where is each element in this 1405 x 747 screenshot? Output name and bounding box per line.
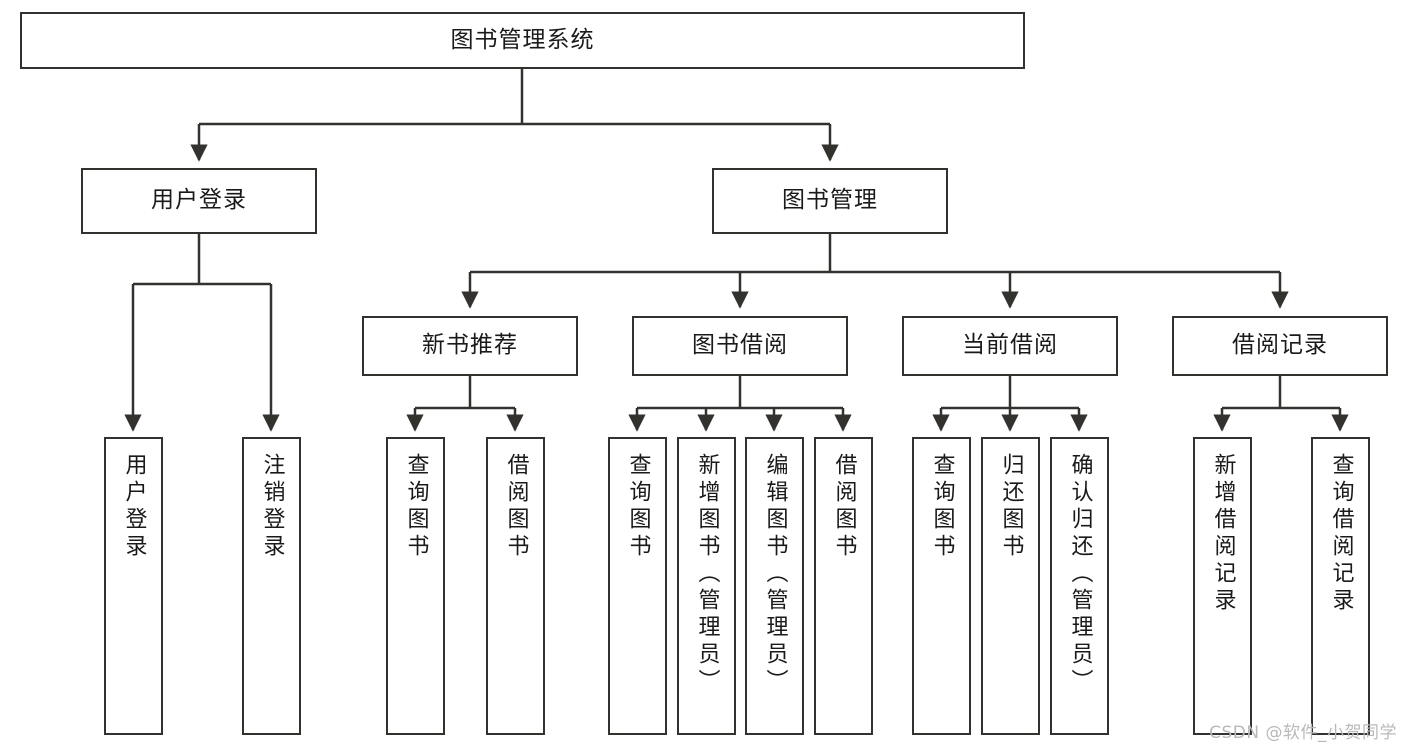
node-leaf-query-book-3[interactable]: 查询图书 — [912, 437, 971, 735]
node-root[interactable]: 图书管理系统 — [20, 12, 1025, 69]
node-current-borrow[interactable]: 当前借阅 — [902, 316, 1118, 376]
node-new-book-rec[interactable]: 新书推荐 — [362, 316, 578, 376]
node-leaf-add-book[interactable]: 新增图书（管理员） — [677, 437, 736, 735]
node-borrow-record[interactable]: 借阅记录 — [1172, 316, 1388, 376]
node-leaf-user-login-label: 用户登录 — [121, 453, 147, 561]
node-user-login-label: 用户登录 — [151, 187, 247, 214]
node-book-manage-label: 图书管理 — [782, 187, 878, 214]
node-leaf-query-book-1-label: 查询图书 — [403, 453, 429, 561]
node-leaf-user-login[interactable]: 用户登录 — [104, 437, 163, 735]
node-leaf-query-book-1[interactable]: 查询图书 — [386, 437, 445, 735]
node-leaf-borrow-book-2-label: 借阅图书 — [831, 453, 857, 561]
node-leaf-query-record-label: 查询借阅记录 — [1328, 453, 1354, 615]
node-leaf-edit-book[interactable]: 编辑图书（管理员） — [745, 437, 804, 735]
node-book-borrow-label: 图书借阅 — [692, 332, 788, 359]
node-leaf-query-book-3-label: 查询图书 — [929, 453, 955, 561]
node-leaf-borrow-book-2[interactable]: 借阅图书 — [814, 437, 873, 735]
node-new-book-rec-label: 新书推荐 — [422, 332, 518, 359]
node-leaf-query-record[interactable]: 查询借阅记录 — [1311, 437, 1370, 735]
node-leaf-return-book[interactable]: 归还图书 — [981, 437, 1040, 735]
node-leaf-logout-label: 注销登录 — [259, 453, 285, 561]
node-leaf-edit-book-label: 编辑图书（管理员） — [762, 453, 788, 696]
node-leaf-add-record-label: 新增借阅记录 — [1210, 453, 1236, 615]
node-book-borrow[interactable]: 图书借阅 — [632, 316, 848, 376]
node-leaf-confirm-return[interactable]: 确认归还（管理员） — [1050, 437, 1109, 735]
node-leaf-add-book-label: 新增图书（管理员） — [694, 453, 720, 696]
node-leaf-add-record[interactable]: 新增借阅记录 — [1193, 437, 1252, 735]
node-current-borrow-label: 当前借阅 — [962, 332, 1058, 359]
node-borrow-record-label: 借阅记录 — [1232, 332, 1328, 359]
node-leaf-query-book-2[interactable]: 查询图书 — [608, 437, 667, 735]
node-leaf-borrow-book-1-label: 借阅图书 — [503, 453, 529, 561]
node-leaf-return-book-label: 归还图书 — [998, 453, 1024, 561]
node-user-login[interactable]: 用户登录 — [81, 168, 317, 234]
node-leaf-borrow-book-1[interactable]: 借阅图书 — [486, 437, 545, 735]
node-root-label: 图书管理系统 — [450, 26, 595, 53]
node-leaf-query-book-2-label: 查询图书 — [625, 453, 651, 561]
watermark: CSDN @软件_小贺同学 — [1209, 723, 1397, 743]
node-book-manage[interactable]: 图书管理 — [712, 168, 948, 234]
node-leaf-confirm-return-label: 确认归还（管理员） — [1067, 453, 1093, 696]
node-leaf-logout[interactable]: 注销登录 — [242, 437, 301, 735]
